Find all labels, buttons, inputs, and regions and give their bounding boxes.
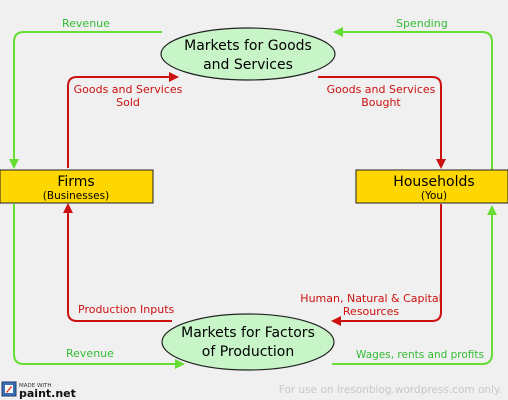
production-inputs-label: Production Inputs — [78, 303, 175, 316]
footer-note: For use on iresonblog.wordpress.com only… — [279, 384, 502, 396]
goods-sold-label-1: Goods and Services — [74, 83, 183, 96]
wages-label: Wages, rents and profits — [356, 349, 484, 361]
firms-title: Firms — [57, 174, 94, 190]
paint-net-logo-icon — [1, 381, 17, 397]
resources-arrow — [331, 204, 442, 326]
markets-goods-node — [160, 27, 336, 81]
goods-bought-label-1: Goods and Services — [327, 83, 436, 96]
badge-line2: paint.net — [19, 387, 76, 400]
goods-sold-arrow — [67, 72, 179, 168]
spending-label: Spending — [396, 17, 448, 30]
revenue-top-label: Revenue — [62, 17, 110, 30]
revenue-top-arrow — [9, 31, 162, 169]
badge-line1: MADE WITH — [19, 383, 52, 389]
resources-label-1: Human, Natural & Capital — [300, 292, 441, 305]
markets-goods-line2: and Services — [203, 57, 293, 73]
revenue-bottom-arrow — [13, 204, 185, 369]
wages-arrow — [332, 205, 497, 365]
goods-bought-arrow — [318, 76, 446, 169]
revenue-bottom-label: Revenue — [66, 347, 114, 360]
households-title: Households — [393, 174, 474, 190]
spending-arrow — [333, 27, 493, 170]
firms-subtitle: (Businesses) — [43, 190, 109, 202]
markets-factors-line1: Markets for Factors — [181, 325, 315, 341]
resources-label-2: Resources — [343, 305, 399, 318]
markets-factors-node — [161, 313, 335, 371]
markets-goods-line1: Markets for Goods — [184, 38, 312, 54]
firms-node — [0, 169, 154, 204]
goods-sold-label-2: Sold — [116, 96, 140, 109]
households-subtitle: (You) — [421, 190, 447, 202]
goods-bought-label-2: Bought — [361, 96, 401, 109]
production-inputs-arrow — [63, 203, 172, 322]
households-node — [355, 169, 508, 204]
markets-factors-line2: of Production — [202, 344, 294, 360]
